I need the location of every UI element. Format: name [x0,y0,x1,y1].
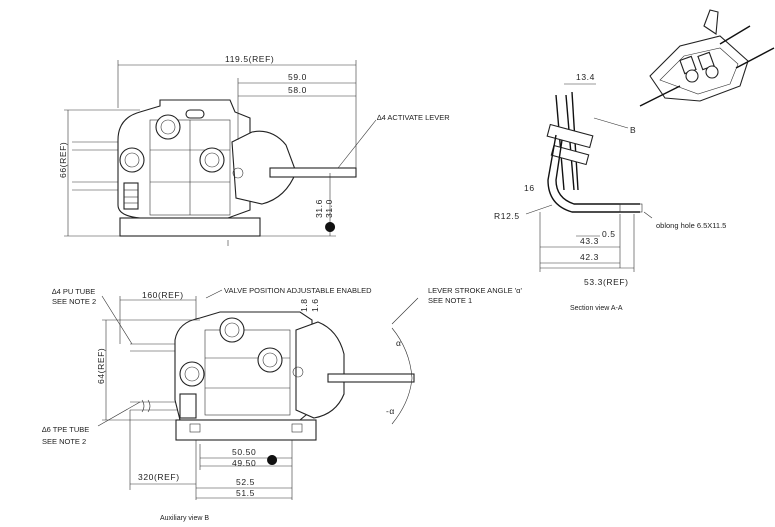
dim-16: 16 [524,183,535,193]
dim-1-6: 1.6 [310,298,320,312]
dim-a-lower: 58.0 [288,85,307,95]
section-caption: Section view A-A [570,305,623,312]
dim-320: 320(REF) [138,472,180,482]
dim-width: 119.5(REF) [225,54,274,64]
top-view: 119.5(REF) 59.0 58.0 66(REF) 31.6 31.0 ∆… [58,54,450,246]
activate-lever-label: ∆4 ACTIVATE LEVER [377,113,450,122]
dim-50-50: 50.50 [232,447,256,457]
pu-tube-note: SEE NOTE 2 [52,297,96,306]
lever-stroke-label: LEVER STROKE ANGLE 'α' [428,286,522,295]
oblong-hole-label: oblong hole 6.5X11.5 [656,221,726,230]
label-b: B [630,125,636,135]
dim-160: 160(REF) [142,290,184,300]
aux-caption: Auxiliary view B [160,515,209,522]
critical-dimension-icon-2 [267,455,278,465]
critical-dimension-icon [325,222,336,232]
angle-negative: -α [386,406,395,416]
tpe-tube-note: SEE NOTE 2 [42,437,86,446]
dim-51-5: 51.5 [236,488,255,498]
tpe-tube-label: ∆6 TPE TUBE [42,425,89,434]
dim-52-5: 52.5 [236,477,255,487]
auxiliary-view: α -α ∆4 PU TUBE SEE NOTE 2 160(REF) VALV… [42,286,522,522]
dim-64: 64(REF) [96,348,106,384]
dim-1-8: 1.8 [299,298,309,312]
pu-tube-label: ∆4 PU TUBE [52,287,95,296]
dim-53-3: 53.3(REF) [584,277,629,287]
dim-49-50: 49.50 [232,458,256,468]
valve-position-label: VALVE POSITION ADJUSTABLE ENABLED [224,286,372,295]
lever-stroke-note: SEE NOTE 1 [428,296,472,305]
angle-positive: α [396,338,402,348]
dim-v-upper: 31.6 [314,199,324,218]
dim-v-lower: 31.0 [324,199,334,218]
dim-42-3: 42.3 [580,252,599,262]
section-view: 13.4 B 16 R12.5 0.5 43.3 42.3 53.3(REF) … [494,72,726,312]
dim-a-upper: 59.0 [288,72,307,82]
dim-43-3: 43.3 [580,236,599,246]
dim-height: 66(REF) [58,142,68,178]
dim-13-4: 13.4 [576,72,595,82]
dim-0-5: 0.5 [602,229,616,239]
isometric-view [639,9,775,107]
dim-r12-5: R12.5 [494,211,520,221]
